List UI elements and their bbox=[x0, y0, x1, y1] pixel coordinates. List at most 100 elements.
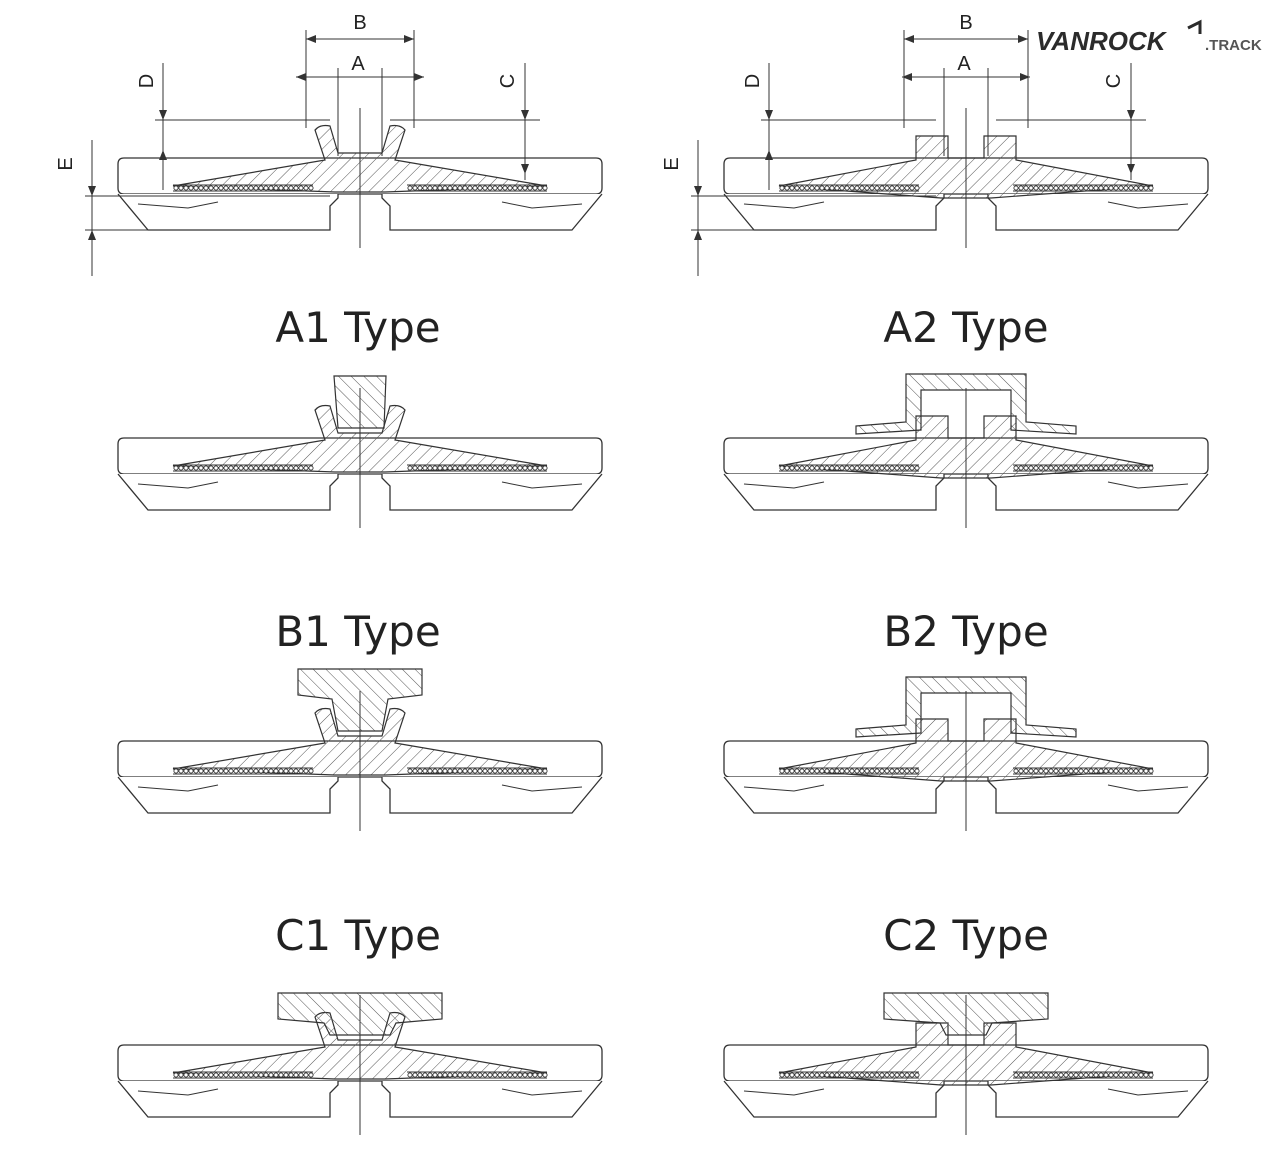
cord-dot bbox=[1028, 465, 1034, 471]
cord-dot bbox=[784, 465, 790, 471]
tread-lug-right bbox=[381, 473, 603, 511]
cord-dot bbox=[233, 185, 239, 191]
cord-dot bbox=[487, 768, 493, 774]
cord-dot bbox=[283, 768, 289, 774]
cord-dot bbox=[487, 465, 493, 471]
cord-dot bbox=[457, 465, 463, 471]
cord-dot bbox=[804, 465, 810, 471]
cord-dot bbox=[243, 768, 249, 774]
cord-dot bbox=[1098, 465, 1104, 471]
cord-dot bbox=[1063, 185, 1069, 191]
cord-dot bbox=[203, 768, 209, 774]
dim-a-arrow-start bbox=[296, 73, 306, 81]
cord-dot bbox=[422, 1072, 428, 1078]
cord-dot bbox=[1148, 1072, 1154, 1078]
cord-dot bbox=[1113, 1072, 1119, 1078]
cord-dot bbox=[407, 768, 413, 774]
cord-dot bbox=[537, 185, 543, 191]
cord-dot bbox=[1123, 465, 1129, 471]
cord-dot bbox=[432, 185, 438, 191]
cord-dot bbox=[462, 1072, 468, 1078]
cord-dot bbox=[487, 185, 493, 191]
cord-dot bbox=[884, 465, 890, 471]
tread-edge-left bbox=[137, 201, 219, 209]
cord-dot bbox=[814, 768, 820, 774]
cord-dot bbox=[914, 768, 920, 774]
cord-dot bbox=[288, 465, 294, 471]
cord-dot bbox=[864, 185, 870, 191]
cord-dot bbox=[253, 1072, 259, 1078]
cord-dot bbox=[258, 1072, 264, 1078]
cord-dot bbox=[198, 1072, 204, 1078]
cord-dot bbox=[819, 1072, 825, 1078]
cord-dot bbox=[178, 185, 184, 191]
cord-dot bbox=[278, 1072, 284, 1078]
cord-dot bbox=[884, 185, 890, 191]
cord-dot bbox=[253, 185, 259, 191]
cord-dot bbox=[537, 465, 543, 471]
cord-dot bbox=[427, 185, 433, 191]
cord-dot bbox=[442, 185, 448, 191]
guide-cap bbox=[277, 992, 443, 1036]
cord-dot bbox=[884, 768, 890, 774]
cord-dot bbox=[849, 465, 855, 471]
cord-dot bbox=[208, 465, 214, 471]
cord-dot bbox=[834, 1072, 840, 1078]
cord-dot bbox=[1113, 465, 1119, 471]
cord-dot bbox=[1053, 465, 1059, 471]
cord-dot bbox=[288, 768, 294, 774]
cord-dot bbox=[1068, 465, 1074, 471]
cord-dot bbox=[1023, 768, 1029, 774]
cord-dot bbox=[1073, 185, 1079, 191]
cord-dot bbox=[263, 768, 269, 774]
cord-dot bbox=[412, 185, 418, 191]
cord-dot bbox=[263, 465, 269, 471]
cord-dot bbox=[248, 185, 254, 191]
cord-dot bbox=[1083, 768, 1089, 774]
cord-dot bbox=[1073, 465, 1079, 471]
cord-dot bbox=[238, 1072, 244, 1078]
cord-dot bbox=[183, 465, 189, 471]
cord-dot bbox=[472, 1072, 478, 1078]
cord-dot bbox=[218, 1072, 224, 1078]
cord-dot bbox=[178, 1072, 184, 1078]
profile-b1 bbox=[117, 668, 603, 831]
cord-dot bbox=[794, 768, 800, 774]
cord-dot bbox=[432, 768, 438, 774]
cord-dot bbox=[834, 465, 840, 471]
cord-dot bbox=[1088, 465, 1094, 471]
tread-edge-right bbox=[501, 784, 583, 792]
cord-dot bbox=[1063, 768, 1069, 774]
cord-dot bbox=[308, 1072, 314, 1078]
cord-dot bbox=[502, 768, 508, 774]
cord-dot bbox=[1083, 185, 1089, 191]
cord-dot bbox=[208, 1072, 214, 1078]
cord-dot bbox=[273, 185, 279, 191]
cord-dot bbox=[258, 185, 264, 191]
cord-dot bbox=[507, 768, 513, 774]
cord-dot bbox=[492, 465, 498, 471]
cord-dot bbox=[834, 768, 840, 774]
dim-label-d: D bbox=[742, 74, 764, 88]
cord-dot bbox=[839, 185, 845, 191]
tread-lug-right bbox=[987, 776, 1209, 814]
cord-dot bbox=[899, 768, 905, 774]
cord-dot bbox=[512, 185, 518, 191]
profile-c2 bbox=[723, 992, 1209, 1135]
cord-dot bbox=[532, 185, 538, 191]
cord-dot bbox=[1118, 185, 1124, 191]
cord-dot bbox=[412, 1072, 418, 1078]
cord-dot bbox=[213, 465, 219, 471]
cord-dot bbox=[1053, 768, 1059, 774]
cord-dot bbox=[258, 768, 264, 774]
cord-dot bbox=[1118, 768, 1124, 774]
cord-dot bbox=[243, 185, 249, 191]
cord-dot bbox=[183, 1072, 189, 1078]
cord-dot bbox=[228, 1072, 234, 1078]
cord-dot bbox=[1078, 1072, 1084, 1078]
cord-dot bbox=[869, 768, 875, 774]
cord-dot bbox=[1038, 1072, 1044, 1078]
cord-dot bbox=[437, 185, 443, 191]
cord-dot bbox=[1083, 1072, 1089, 1078]
cord-dot bbox=[874, 465, 880, 471]
